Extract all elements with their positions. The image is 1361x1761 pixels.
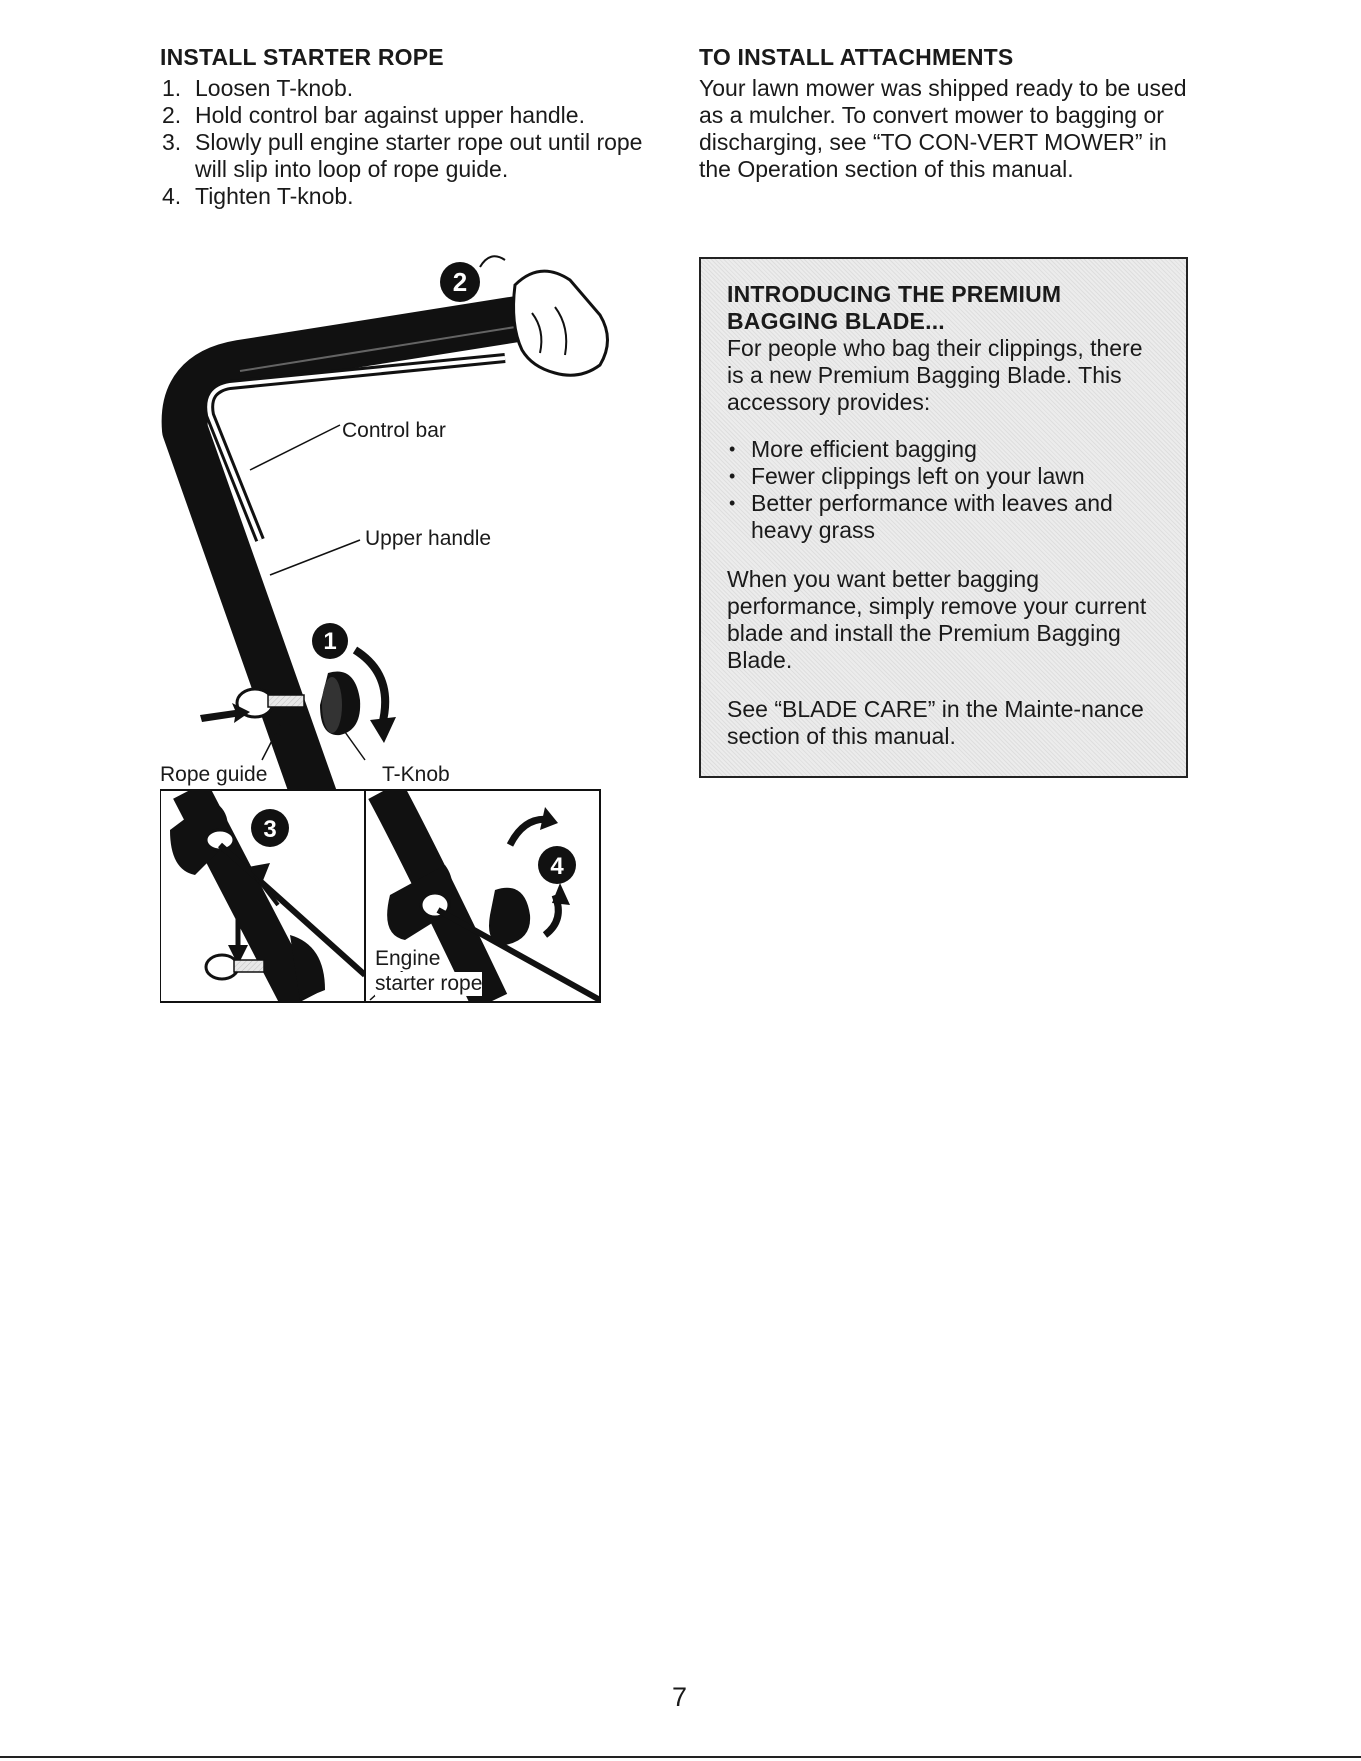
hand-shape <box>512 269 609 377</box>
steps-list: 1. Loosen T-knob. 2. Hold control bar agai… <box>160 75 670 210</box>
t-knob-label: T-Knob <box>382 763 450 786</box>
callout-heading-line-1: INTRODUCING THE PREMIUM <box>727 281 1062 307</box>
step-marker-1: 1 <box>323 628 336 655</box>
engine-label: Engine <box>375 947 441 971</box>
starter-rope-illustration: 2 1 <box>160 255 680 1125</box>
upper-handle-shape <box>161 294 534 863</box>
list-item: 4. Tighten T-knob. <box>160 183 670 210</box>
step-number: 4. <box>162 183 182 209</box>
step-number: 3. <box>162 129 182 155</box>
install-starter-rope-section: INSTALL STARTER ROPE 1. Loosen T-knob. 2.… <box>160 44 670 210</box>
list-item: More efficient bagging <box>727 436 1162 463</box>
step-text: Slowly pull engine starter rope out unti… <box>195 129 643 182</box>
step-marker-2: 2 <box>453 267 467 297</box>
step-number: 1. <box>162 75 182 101</box>
section-heading: INSTALL STARTER ROPE <box>160 44 444 70</box>
control-bar-shape <box>204 353 506 542</box>
callout-heading-line-2: BAGGING BLADE... <box>727 308 945 334</box>
step-text: Tighten T-knob. <box>195 183 354 209</box>
starter-rope-label: starter rope <box>375 972 483 996</box>
callout-paragraph-3: See “BLADE CARE” in the Mainte-nance sec… <box>727 696 1144 749</box>
list-item: Better performance with leaves and heavy… <box>727 490 1162 544</box>
list-item: 3. Slowly pull engine starter rope out un… <box>160 129 670 183</box>
list-item: Fewer clippings left on your lawn <box>727 463 1162 490</box>
callout-paragraph-2: When you want better bagging performance… <box>727 566 1147 673</box>
upper-handle-label: Upper handle <box>365 527 492 550</box>
install-attachments-section: TO INSTALL ATTACHMENTS Your lawn mower w… <box>699 44 1199 183</box>
rope-guide-label: Rope guide <box>160 763 268 786</box>
control-bar-label: Control bar <box>342 419 446 442</box>
rope-guide-shape <box>235 687 305 719</box>
inset-panel-step-3: 3 <box>160 789 366 1003</box>
step-text: Hold control bar against upper handle. <box>195 102 585 128</box>
benefits-list: More efficient bagging Fewer clippings l… <box>727 436 1162 544</box>
step-text: Loosen T-knob. <box>195 75 354 101</box>
t-knob-shape <box>320 671 361 736</box>
attachments-paragraph: Your lawn mower was shipped ready to be … <box>699 75 1187 182</box>
page-number: 7 <box>672 1682 688 1712</box>
bottom-rule <box>0 1756 1361 1758</box>
list-item: 1. Loosen T-knob. <box>160 75 670 102</box>
step-number: 2. <box>162 102 182 128</box>
list-item: 2. Hold control bar against upper handle. <box>160 102 670 129</box>
premium-bagging-blade-callout: INTRODUCING THE PREMIUM BAGGING BLADE...… <box>699 257 1188 778</box>
callout-intro: For people who bag their clippings, ther… <box>727 335 1143 415</box>
section-heading: TO INSTALL ATTACHMENTS <box>699 44 1014 70</box>
step-marker-4: 4 <box>550 853 564 880</box>
step-marker-3: 3 <box>263 816 276 843</box>
